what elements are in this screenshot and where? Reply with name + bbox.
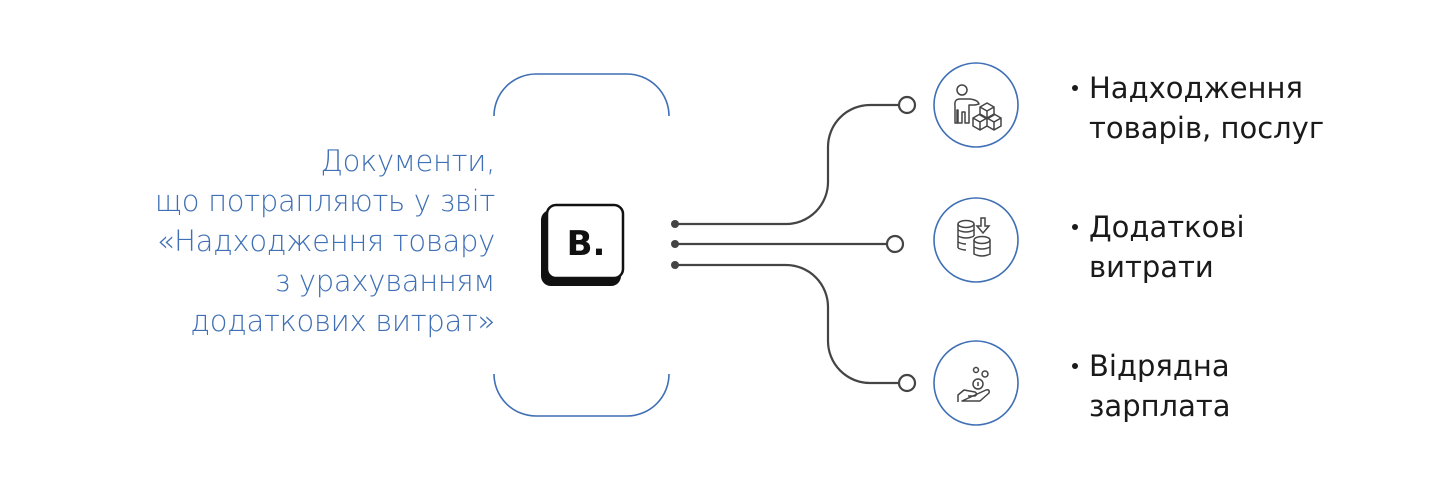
icon-circle-middle	[933, 197, 1019, 283]
coins-stack-download-icon	[957, 217, 991, 257]
bullet-piecework-salary: Відрядна зарплата	[1072, 346, 1231, 426]
caption-line: що потрапляють у звіт	[154, 184, 495, 218]
person-with-boxes-icon	[954, 84, 1002, 131]
caption-line: Документи,	[320, 144, 495, 178]
caption-line: з урахуванням	[274, 264, 496, 298]
documents-caption: Документи, що потрапляють у звіт «Надход…	[75, 141, 495, 341]
bullet-dot	[1072, 363, 1078, 369]
connector-dot-top	[671, 220, 679, 228]
caption-line: «Надходження товару	[156, 224, 496, 258]
bullet-line: Надходження	[1089, 71, 1303, 105]
bracket-bottom	[493, 373, 670, 417]
hand-with-coins-icon	[957, 366, 990, 402]
caption-line: додаткових витрат»	[190, 304, 495, 338]
logo-text: B.	[567, 224, 606, 264]
bullet-goods-services: Надходження товарів, послуг	[1072, 68, 1324, 148]
bullet-line: товарів, послуг	[1089, 111, 1325, 145]
connector-dot-middle	[671, 240, 679, 248]
bullet-line: Відрядна	[1089, 349, 1230, 383]
bracket-top	[493, 73, 670, 117]
icon-circle-bottom	[933, 340, 1019, 426]
connector-line-top	[675, 103, 899, 226]
connector-dot-bottom	[671, 261, 679, 269]
connector-end-middle	[885, 234, 905, 254]
bullet-line: Додаткові	[1089, 210, 1245, 244]
connector-line-bottom	[675, 263, 899, 385]
connector-end-top	[897, 95, 917, 115]
bullet-dot	[1072, 224, 1078, 230]
logo-key: B.	[541, 203, 625, 286]
bullet-line: зарплата	[1089, 389, 1231, 423]
bullet-additional-costs: Додаткові витрати	[1072, 207, 1245, 287]
connector-end-bottom	[897, 373, 917, 393]
bullet-line: витрати	[1089, 250, 1214, 284]
bullet-dot	[1072, 85, 1078, 91]
